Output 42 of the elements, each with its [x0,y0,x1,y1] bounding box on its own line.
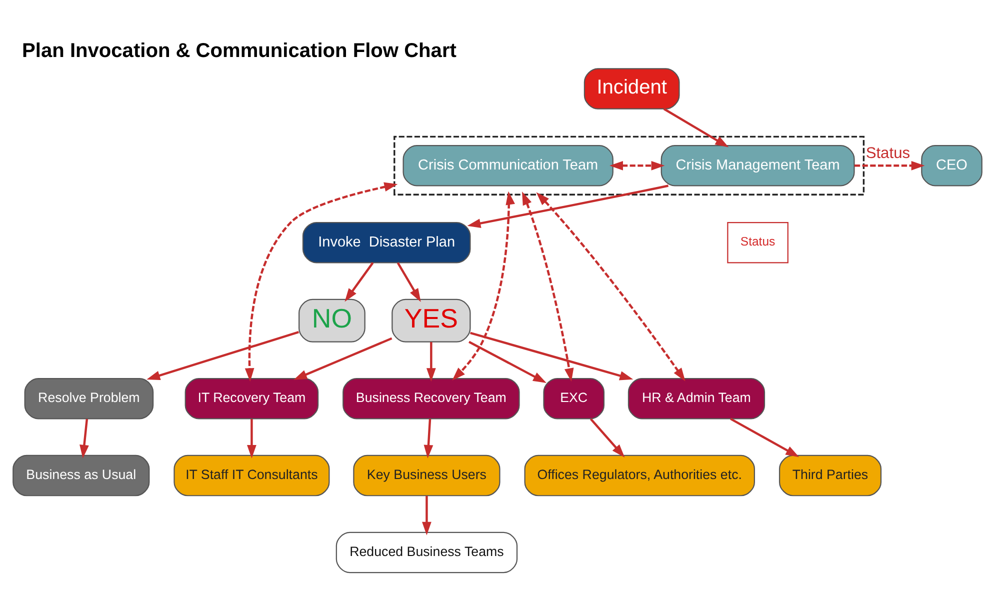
node-box: Resolve Problem [24,378,154,420]
arrow [522,192,574,382]
node-box: CEO [921,145,982,186]
edge-label: Status [866,145,910,162]
arrow [146,331,300,380]
node-box: IT Recovery Team [184,378,319,420]
arrow [452,191,515,380]
arrow [80,418,89,458]
node-box: Business as Usual [12,454,150,496]
node-box: Business Recovery Team [342,378,520,420]
arrow [244,182,398,382]
arrow [536,192,686,382]
arrow [470,332,634,380]
arrow [730,418,800,458]
arrow [663,108,729,148]
arrow [426,342,436,382]
node-box: YES [392,298,471,342]
arrow [854,160,925,170]
arrow [247,418,256,458]
node-box: Third Parties [778,454,882,496]
arrow [468,340,546,383]
arrow [422,496,432,536]
node-box: IT Staff IT Consultants [174,454,330,496]
arrow [610,160,665,170]
arrow [344,262,374,302]
node-box: Incident [584,68,680,110]
arrow [467,184,668,228]
arrow [590,418,625,458]
node-box: Reduced Business Teams [336,532,518,574]
node-box: Invoke Disaster Plan [302,222,471,264]
node-box: EXC [543,378,605,420]
node-box: Offices Regulators, Authorities etc. [524,454,755,496]
diagram-title: Plan Invocation & Communication Flow Chart [22,40,456,62]
arrow [396,262,421,302]
node-box: Crisis Communication Team [402,145,614,186]
node-box: Crisis Management Team [660,145,855,186]
node-box: Key Business Users [353,454,500,496]
node-box: HR & Admin Team [628,378,766,420]
arrow [424,418,434,458]
node-box: NO [298,298,366,342]
arrow [294,337,392,380]
node-box: Status [727,222,788,264]
